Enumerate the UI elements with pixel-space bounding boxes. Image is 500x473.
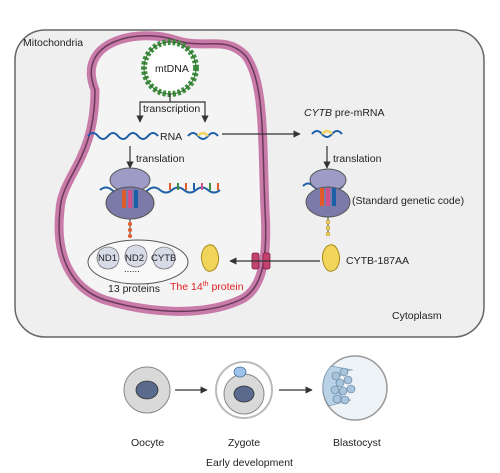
nd2-label: ND2 <box>125 253 144 264</box>
standard-genetic-code-label: (Standard genetic code) <box>352 195 464 207</box>
oocyte-icon <box>123 366 171 414</box>
pre-mrna-label: CYTB pre-mRNA <box>304 107 385 119</box>
transcription-label: transcription <box>143 103 200 115</box>
blastocyst-icon <box>322 355 388 421</box>
early-development-title: Early development <box>206 457 293 469</box>
cytb-rna-strand <box>187 132 219 140</box>
nd1-label: ND1 <box>98 253 117 264</box>
zygote-icon <box>215 361 273 419</box>
fourteenth-protein-label: The 14th protein <box>170 281 244 293</box>
ribosome-icon <box>99 167 221 238</box>
cytb-protein-label: CYTB <box>151 253 176 264</box>
cytb-187aa-outside-icon <box>321 244 341 272</box>
cytb-187aa-label: CYTB-187AA <box>346 255 409 267</box>
translation-left-label: translation <box>136 153 185 165</box>
thirteen-proteins-label: 13 proteins <box>108 283 160 295</box>
mitochondria-label: Mitochondria <box>23 37 83 49</box>
translation-right-label: translation <box>333 153 382 165</box>
stage-blastocyst-label: Blastocyst <box>333 437 381 449</box>
stage-oocyte-label: Oocyte <box>131 437 164 449</box>
ellipsis-label: ...... <box>124 264 140 275</box>
cytb-187aa-inside-icon <box>200 244 220 272</box>
rna-strand <box>87 132 159 140</box>
protein-blob-icon <box>96 244 176 270</box>
rna-label: RNA <box>160 131 182 143</box>
stage-zygote-label: Zygote <box>228 437 260 449</box>
mtdna-ring-icon <box>141 39 199 97</box>
mtdna-label: mtDNA <box>155 63 189 75</box>
ribosome-right-icon <box>302 168 351 237</box>
pre-mrna-strand <box>311 130 343 138</box>
cytoplasm-label: Cytoplasm <box>392 310 442 322</box>
